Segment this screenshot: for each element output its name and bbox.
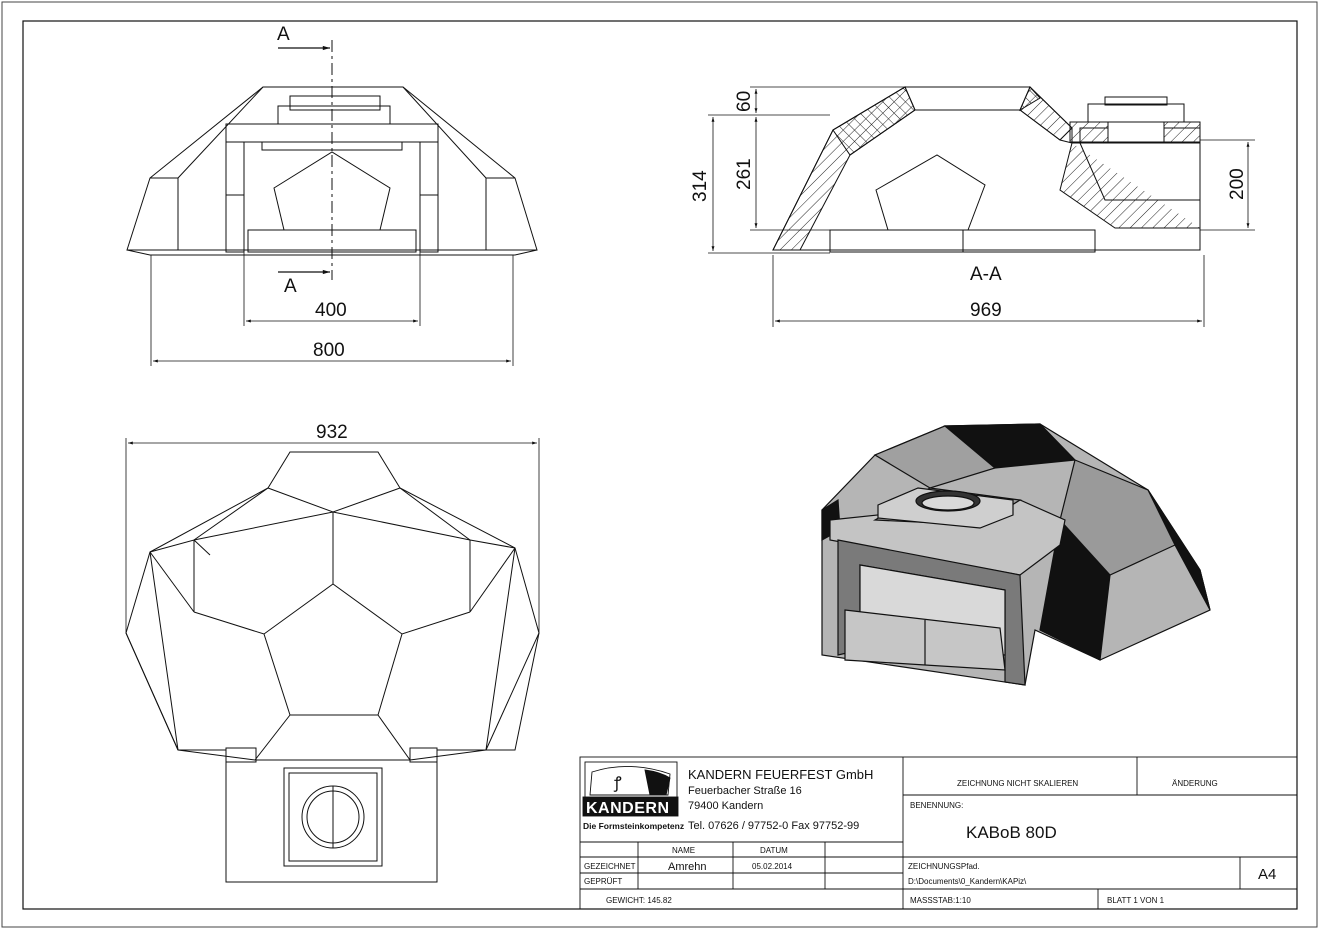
- company-city: 79400 Kandern: [688, 800, 763, 812]
- path-value: D:\Documents\0_Kandern\KAPiz\: [908, 877, 1027, 886]
- dim-932: 932: [316, 422, 348, 443]
- logo-wordmark: KANDERN: [586, 800, 670, 817]
- drawn-label: GEZEICHNET: [584, 862, 636, 871]
- top-dimensions: [125, 438, 540, 633]
- path-label: ZEICHNUNGSPfad.: [908, 862, 980, 871]
- section-title: A-A: [970, 264, 1002, 285]
- designation-label: BENENNUNG:: [910, 801, 963, 810]
- company-street: Feuerbacher Straße 16: [688, 785, 802, 797]
- dim-969: 969: [970, 300, 1002, 321]
- company-contact: Tel. 07626 / 97752-0 Fax 97752-99: [688, 820, 859, 832]
- designation: KABoB 80D: [966, 823, 1057, 842]
- section-view: [772, 86, 1201, 253]
- dim-200: 200: [1227, 168, 1248, 200]
- isometric-view: [821, 423, 1211, 686]
- logo-slogan: Die Formsteinkompetenz: [583, 821, 684, 831]
- section-letter-bottom: A: [284, 276, 297, 297]
- title-block: [579, 756, 1298, 910]
- scale: MASSSTAB:1:10: [910, 896, 971, 905]
- no-scale-note: ZEICHNUNG NICHT SKALIEREN: [957, 779, 1078, 788]
- front-dimensions: [150, 252, 514, 366]
- drawn-date: 05.02.2014: [752, 862, 793, 871]
- dim-314: 314: [690, 170, 711, 202]
- dim-261: 261: [734, 158, 755, 190]
- dim-400: 400: [315, 300, 347, 321]
- weight: GEWICHT: 145.82: [606, 896, 672, 905]
- company-name: KANDERN FEUERFEST GmbH: [688, 767, 873, 782]
- dim-60: 60: [734, 91, 755, 112]
- sheet-number: BLATT 1 VON 1: [1107, 896, 1165, 905]
- col-date: DATUM: [760, 846, 788, 855]
- top-view: [125, 451, 540, 883]
- dim-800: 800: [313, 340, 345, 361]
- revision-label: ÄNDERUNG: [1172, 779, 1218, 788]
- drawn-name: Amrehn: [668, 861, 707, 873]
- format: A4: [1258, 866, 1276, 883]
- front-view: [126, 40, 538, 280]
- section-marker-A: A A: [277, 24, 330, 297]
- logo-mark: ꝭ: [613, 775, 622, 792]
- checked-label: GEPRÜFT: [584, 877, 622, 886]
- section-letter-top: A: [277, 24, 290, 45]
- section-dimensions: [708, 86, 1255, 327]
- col-name: NAME: [672, 846, 695, 855]
